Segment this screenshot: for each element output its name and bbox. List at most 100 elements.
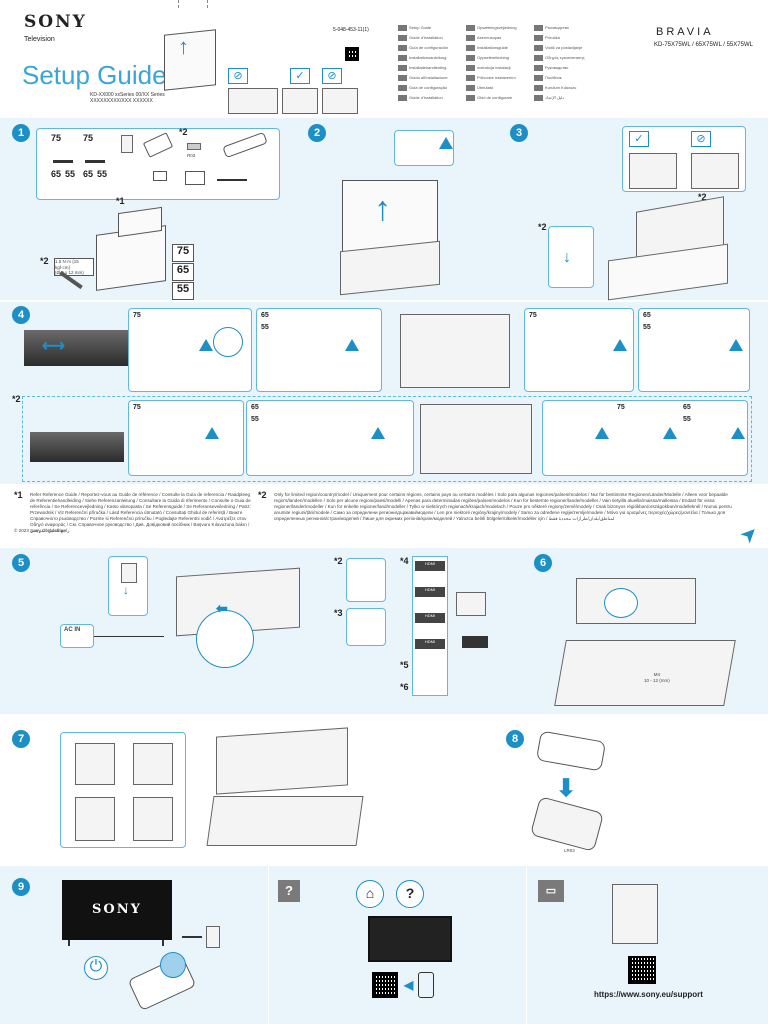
size-tag-55: 55 bbox=[172, 282, 194, 300]
step-4-panel-75: 75 bbox=[128, 308, 252, 392]
step-4-alt-panel-75: 75 bbox=[128, 400, 244, 476]
step-5-port-2 bbox=[346, 558, 386, 602]
down-arrow-icon: ↓ bbox=[123, 583, 129, 597]
battery-icon bbox=[187, 143, 201, 150]
step-1-note-1: *1 bbox=[116, 196, 125, 206]
step-7-cable-clip-panel bbox=[60, 732, 186, 848]
step-8-badge: 8 bbox=[506, 730, 524, 748]
cable-holder-icon bbox=[185, 171, 205, 185]
part-number: 5-048-453-11(1) bbox=[333, 27, 369, 33]
step-5-port-3 bbox=[346, 608, 386, 646]
power-cord-icon bbox=[217, 179, 247, 181]
step-3-stand-detail: ↓ bbox=[548, 226, 594, 288]
help-tv-screen bbox=[368, 916, 452, 962]
tv-leg bbox=[162, 940, 168, 946]
step-3-note-2b: *2 bbox=[538, 222, 547, 232]
step-1-note-2: *2 bbox=[40, 256, 49, 266]
remote-power-zoom bbox=[160, 952, 186, 978]
warning-icon bbox=[729, 339, 743, 351]
footnote-1-text: Refer Reference Guide / Reportez-vous au… bbox=[30, 492, 251, 533]
smartphone-icon bbox=[418, 972, 434, 998]
manual-icon bbox=[121, 135, 133, 153]
check-icon: ✓ bbox=[290, 68, 310, 84]
step-7-table bbox=[206, 796, 364, 846]
step-4-note-2: *2 bbox=[12, 394, 21, 404]
warning-icon bbox=[595, 427, 609, 439]
step-5-note-3: *3 bbox=[334, 608, 343, 618]
step-5-note-5: *5 bbox=[400, 660, 409, 670]
no-icon: ⊘ bbox=[322, 68, 342, 84]
warning-icon bbox=[439, 137, 453, 149]
stand-leg-icon bbox=[85, 145, 105, 163]
step-5-port-column: HDMI HDMI HDMI HDMI bbox=[412, 556, 448, 696]
warning-icon bbox=[663, 427, 677, 439]
step-6-badge: 6 bbox=[534, 554, 552, 572]
step-8-battery-label: LR03 bbox=[564, 848, 575, 853]
power-cable-icon bbox=[94, 636, 164, 637]
remote-icon bbox=[222, 131, 268, 159]
section-divider bbox=[268, 866, 269, 1024]
copyright: © 2023 Sony Corporation bbox=[14, 528, 66, 533]
size-tag-75: 75 bbox=[172, 244, 194, 262]
wall-outlet bbox=[206, 926, 220, 948]
step-5-ac-in: AC IN bbox=[60, 624, 94, 648]
wall-mount-illustration bbox=[612, 884, 658, 944]
wall-mount-icon: ▭ bbox=[538, 880, 564, 902]
step-8-remote-battery bbox=[529, 796, 605, 852]
support-qr-code bbox=[628, 956, 656, 984]
step-3-dos-donts: ✓ ⊘ bbox=[622, 126, 746, 192]
down-arrow-icon: ↓ bbox=[563, 249, 571, 266]
step-5-zoom bbox=[196, 610, 254, 668]
step-4-panel-75b: 75 bbox=[524, 308, 634, 392]
up-arrow-icon: ↑ bbox=[374, 190, 391, 228]
check-icon: ✓ bbox=[629, 131, 649, 147]
screw-icon bbox=[153, 171, 167, 181]
step-4-panel-65-55b: 65 55 bbox=[638, 308, 750, 392]
warning-icon bbox=[345, 339, 359, 351]
step-4-alt-panel-right: 75 65 55 bbox=[542, 400, 748, 476]
step-5-device bbox=[456, 592, 486, 616]
header-qr-code bbox=[345, 47, 359, 61]
size-tag-65: 65 bbox=[172, 263, 194, 281]
document-type: Television bbox=[24, 36, 55, 43]
no-icon: ⊘ bbox=[691, 131, 711, 147]
width-arrow-icon: ⟷ bbox=[42, 338, 65, 355]
step-1-badge: 1 bbox=[12, 124, 30, 142]
language-list: Setup Guide Guide d'installation Guía de… bbox=[398, 24, 628, 114]
step-5-note-6: *6 bbox=[400, 682, 409, 692]
step-4-alt-panel-65-55: 65 55 bbox=[246, 400, 414, 476]
step-8-remote-top bbox=[535, 730, 607, 772]
help-qr-code bbox=[372, 972, 398, 998]
stand-leg-icon bbox=[53, 145, 73, 163]
step-6-zoom bbox=[604, 588, 638, 618]
page-title: Setup Guide bbox=[22, 60, 167, 90]
help-button-icon: ? bbox=[396, 880, 424, 908]
step-4-tv-alt bbox=[30, 432, 124, 462]
step-2-badge: 2 bbox=[308, 124, 326, 142]
help-icon: ? bbox=[278, 880, 300, 902]
footnote-1-mark: *1 bbox=[14, 490, 23, 500]
step-5-plug-panel: ↓ bbox=[108, 556, 148, 616]
section-divider bbox=[526, 866, 527, 1024]
bravia-logo: BRAVIA bbox=[656, 26, 714, 38]
step-1-accessories-panel: 75 75 65 55 65 55 *2 R03 bbox=[36, 127, 280, 200]
step-9-tv: SONY bbox=[62, 880, 172, 940]
step-4-alt-section bbox=[22, 396, 752, 482]
step-9-badge: 9 bbox=[12, 878, 30, 896]
step-4-people-illustration bbox=[400, 314, 510, 388]
warning-icon bbox=[371, 427, 385, 439]
support-link[interactable]: https://www.sony.eu/support bbox=[594, 990, 703, 999]
step-5-badge: 5 bbox=[12, 554, 30, 572]
footnote-2-text: Only for limited region/country/model / … bbox=[274, 492, 732, 521]
warning-icon bbox=[731, 427, 745, 439]
next-page-icon: ➤ bbox=[736, 521, 762, 547]
down-arrow-icon: ⬇ bbox=[556, 775, 577, 802]
left-arrow-icon: ⬅ bbox=[216, 600, 228, 616]
left-arrow-icon: ◀ bbox=[404, 978, 414, 992]
home-button-icon: ⌂ bbox=[356, 880, 384, 908]
step-6-screw-spec: M4 10 - 12 (mm) bbox=[644, 672, 670, 683]
model-codes-small: KD-XX000 xxSeries 00/XX Series XXXXXXXXX… bbox=[90, 92, 165, 104]
warning-icon bbox=[199, 339, 213, 351]
step-4-badge: 4 bbox=[12, 306, 30, 324]
step-1-screw-spec: 1.5 N·m {15 kgf·cm} (Ø 4 x 12 mm) bbox=[54, 258, 94, 276]
